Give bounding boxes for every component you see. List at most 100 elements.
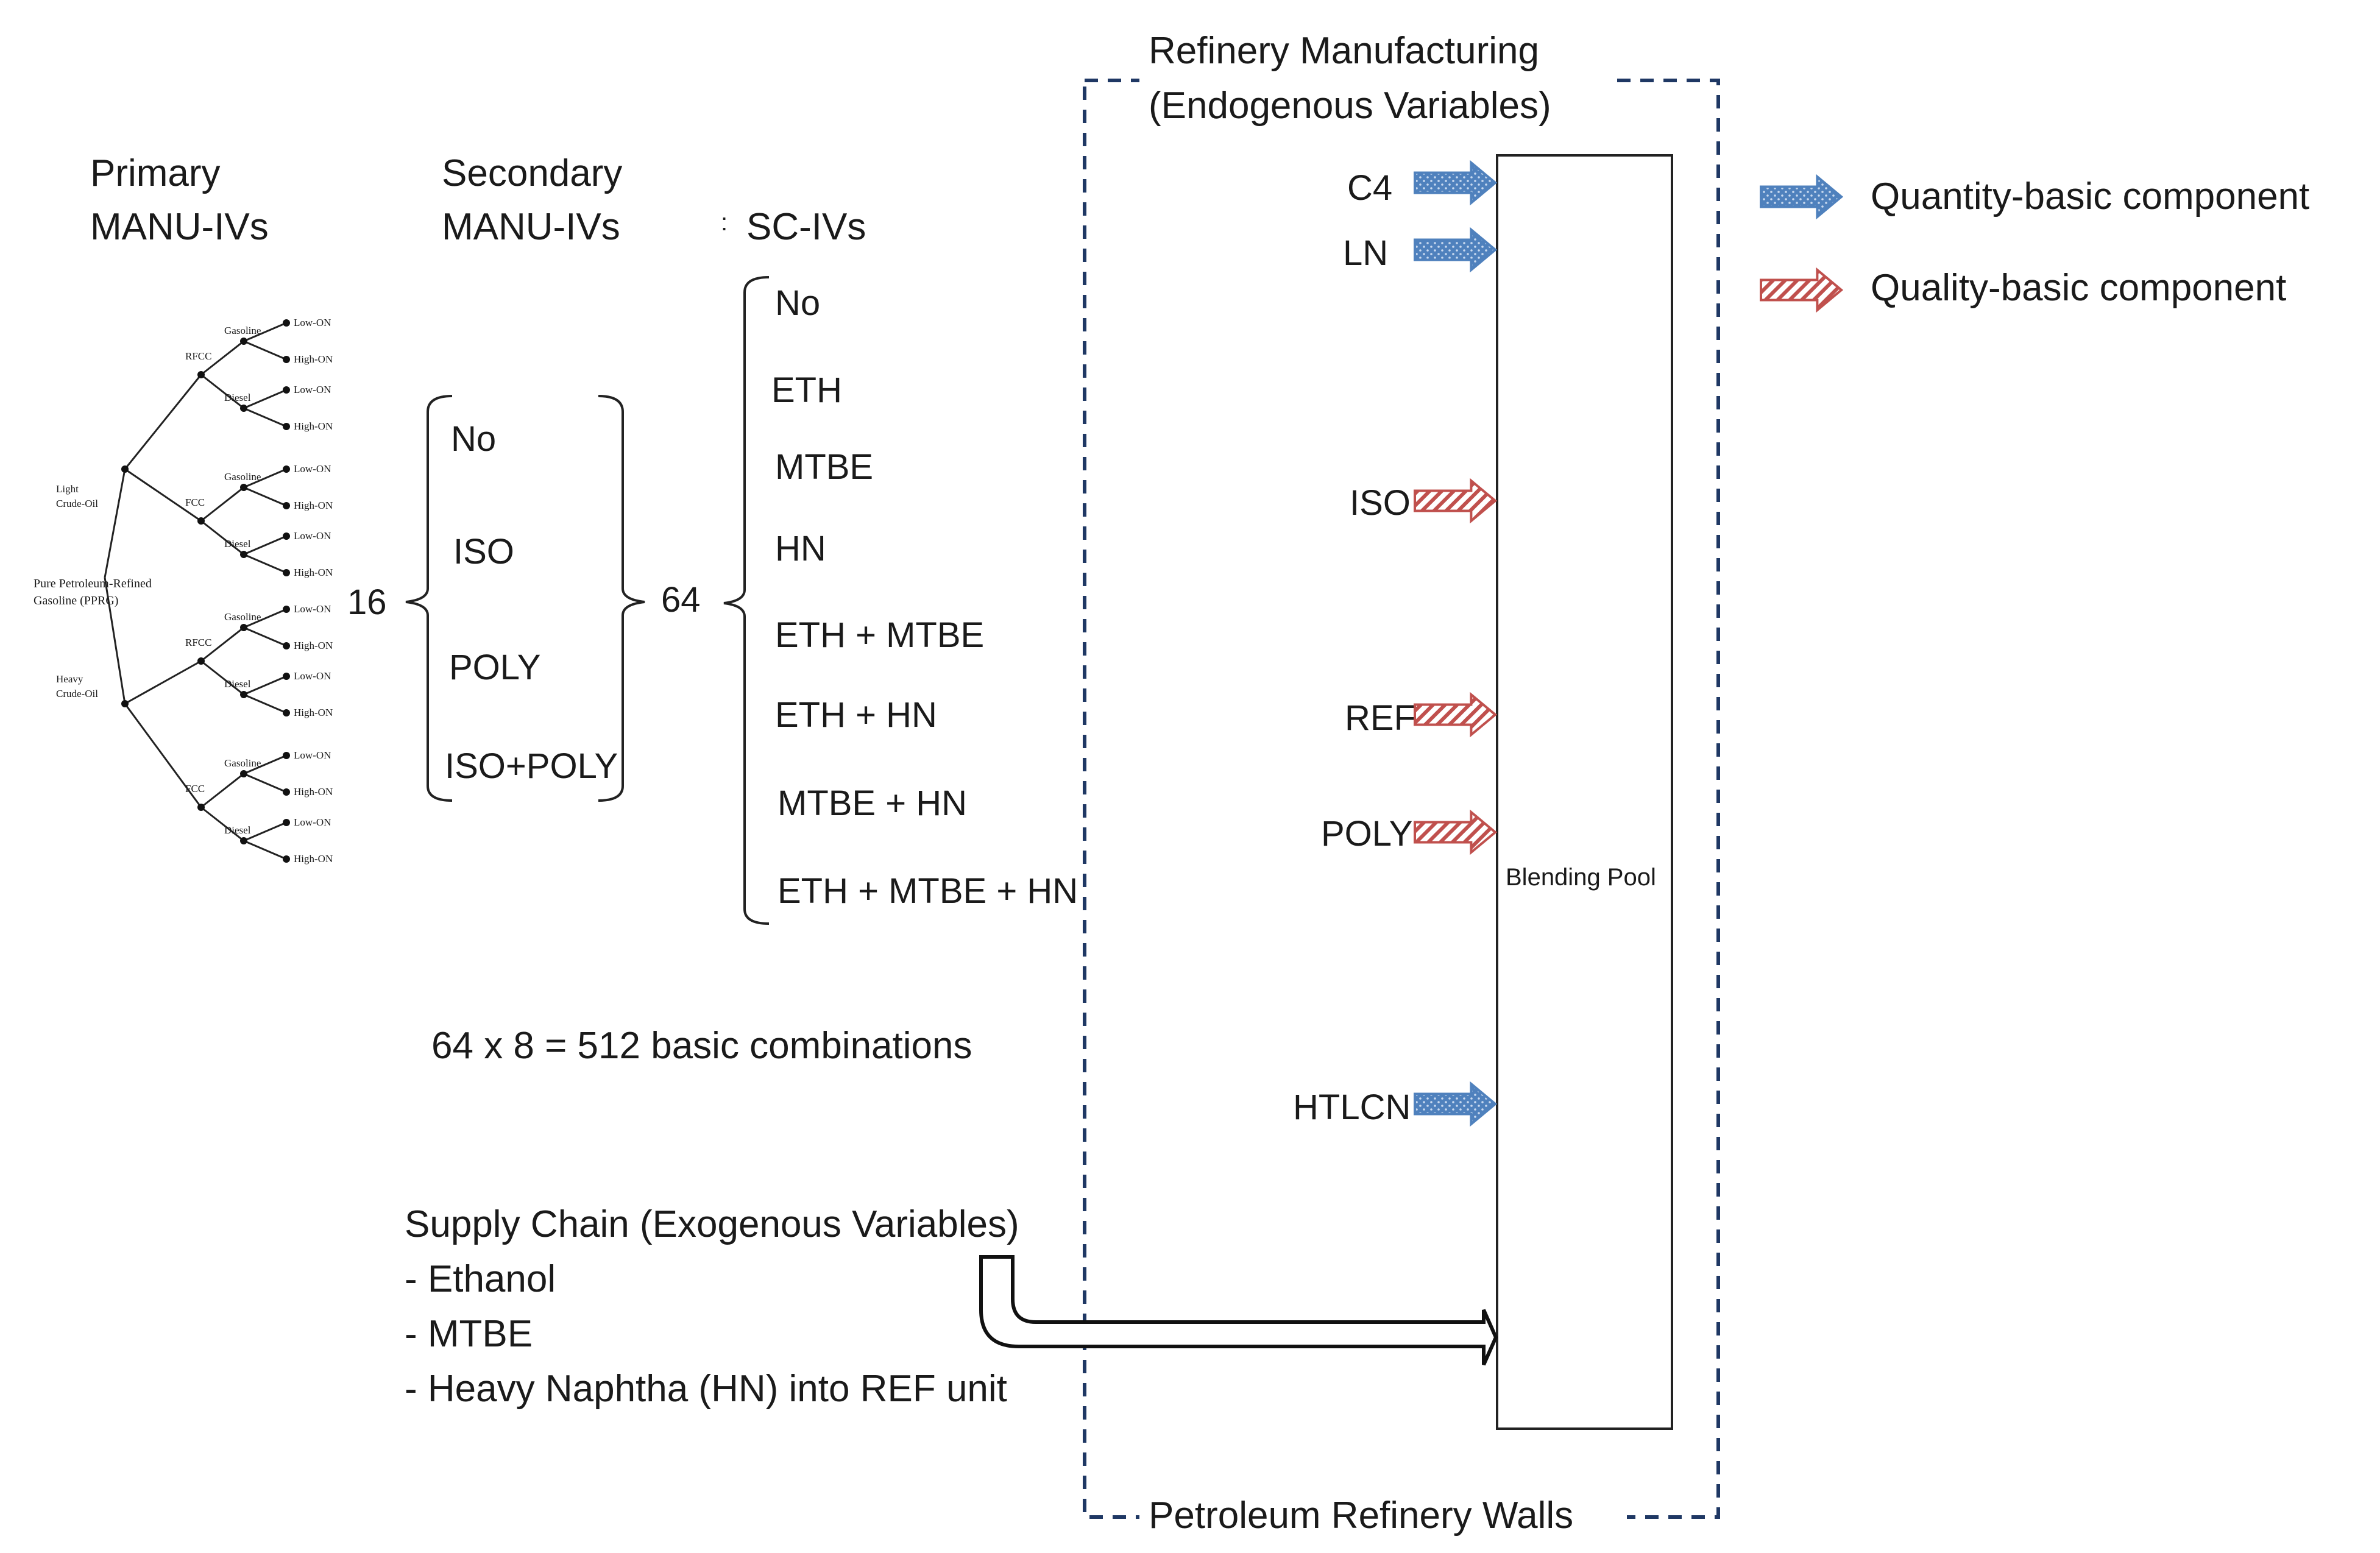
sc-left-brace: [723, 276, 770, 925]
tree-product-label: Gasoline: [224, 611, 261, 623]
refinery-title-mask: [1139, 24, 1615, 134]
tree-grade-label: Low-ON: [294, 670, 331, 682]
tree-unit-label: RFCC: [185, 637, 211, 648]
tree-edge: [243, 535, 287, 556]
tree-edge: [243, 693, 287, 714]
legend-quantity-label: Quantity-basic component: [1871, 175, 2309, 218]
tree-edge: [243, 389, 287, 409]
tree-edge: [243, 407, 287, 428]
tree-node: [283, 569, 290, 576]
input-arrows: [1414, 160, 1498, 1127]
tree-grade-label: Low-ON: [294, 530, 331, 542]
tree-node: [283, 386, 290, 394]
tree-grade-label: Low-ON: [294, 463, 331, 475]
input-arrow-poly: [1414, 809, 1498, 855]
tree-root-label-line1: Pure Petroleum-Refined: [34, 577, 152, 590]
sc-item: MTBE + HN: [777, 784, 967, 823]
tree-node: [240, 551, 247, 558]
tree-heavy-crude-line1: Heavy: [56, 673, 83, 685]
blending-pool: [1496, 154, 1673, 1430]
tree-node: [283, 788, 290, 796]
tree-edge: [243, 821, 287, 842]
input-arrow-c4: [1414, 160, 1498, 206]
tree-edge: [104, 469, 126, 578]
tree-node: [240, 837, 247, 844]
tree-node: [283, 465, 290, 473]
tree-edge: [124, 703, 202, 808]
primary-manu-tree: RFCCGasolineLow-ONHigh-ONDieselLow-ONHig…: [104, 317, 333, 865]
tree-product-label: Diesel: [224, 538, 251, 550]
refinery-title-line1: Refinery Manufacturing: [1149, 30, 1539, 72]
tree-node: [283, 819, 290, 826]
tree-product-label: Diesel: [224, 678, 251, 690]
sc-item: HN: [775, 529, 826, 568]
tree-grade-label: High-ON: [294, 420, 333, 432]
supply-chain-arrow: [979, 1255, 1498, 1366]
tree-edge: [200, 773, 244, 808]
input-arrow-htlcn: [1414, 1081, 1498, 1127]
tree-edge: [124, 374, 202, 470]
tree-node: [283, 423, 290, 430]
input-label-iso: ISO: [1350, 483, 1411, 523]
input-label-ref: REF: [1345, 698, 1415, 738]
tree-node: [240, 484, 247, 491]
tree-grade-label: High-ON: [294, 786, 333, 798]
tree-node: [283, 752, 290, 759]
tree-heavy-crude-line2: Crude-Oil: [56, 688, 98, 699]
tree-node: [240, 405, 247, 412]
tree-edge: [243, 754, 287, 775]
secondary-item: POLY: [449, 648, 540, 687]
tree-light-crude-line1: Light: [56, 483, 79, 495]
tree-node: [283, 502, 290, 509]
tree-node: [283, 642, 290, 649]
refinery-walls-label-mask: [1139, 1487, 1627, 1535]
tree-edge: [200, 373, 244, 409]
tree-node: [197, 517, 205, 525]
tree-edge: [243, 675, 287, 696]
tree-node: [283, 319, 290, 327]
tree-node: [121, 465, 129, 473]
tree-edge: [243, 773, 287, 793]
tree-node: [283, 673, 290, 680]
tree-node: [283, 532, 290, 540]
tree-edge: [243, 608, 287, 629]
tree-product-label: Gasoline: [224, 471, 261, 483]
secondary-item: ISO+POLY: [445, 746, 618, 786]
supply-chain-item: - Heavy Naphtha (HN) into REF unit: [405, 1368, 1007, 1410]
sc-item: ETH + MTBE: [775, 615, 984, 655]
tree-edge: [200, 340, 244, 376]
tree-node: [240, 624, 247, 631]
tree-edge: [200, 660, 244, 696]
tree-node: [283, 356, 290, 363]
tree-node: [121, 700, 129, 707]
secondary-header-line2: MANU-IVs: [442, 206, 620, 248]
blending-pool-label: Blending Pool: [1506, 864, 1656, 891]
sc-item: MTBE: [775, 447, 873, 487]
secondary-count: 16: [347, 582, 387, 622]
secondary-right-brace: [598, 395, 645, 802]
primary-header-line2: MANU-IVs: [90, 206, 269, 248]
tree-edge: [124, 660, 202, 705]
tree-grade-label: High-ON: [294, 353, 333, 365]
secondary-header-line1: Secondary: [442, 152, 622, 194]
tree-light-crude-line2: Crude-Oil: [56, 498, 98, 509]
tree-unit-label: RFCC: [185, 350, 211, 362]
sc-item: ETH + HN: [775, 695, 937, 735]
tree-product-label: Diesel: [224, 824, 251, 836]
legend-quality-arrow: [1760, 267, 1844, 313]
tree-edge: [243, 626, 287, 647]
legend-quantity-arrow: [1760, 174, 1844, 220]
tree-product-label: Diesel: [224, 392, 251, 403]
secondary-item: No: [451, 419, 496, 459]
supply-chain-item: - Ethanol: [405, 1258, 556, 1300]
tree-edge: [124, 468, 202, 522]
tree-grade-label: High-ON: [294, 500, 333, 511]
tree-product-label: Gasoline: [224, 325, 261, 336]
input-label-ln: LN: [1343, 233, 1388, 273]
tree-grade-label: Low-ON: [294, 749, 331, 761]
sc-marker: :: [721, 209, 728, 236]
tree-node: [283, 606, 290, 613]
tree-edge: [200, 486, 244, 522]
tree-grade-label: Low-ON: [294, 603, 331, 615]
